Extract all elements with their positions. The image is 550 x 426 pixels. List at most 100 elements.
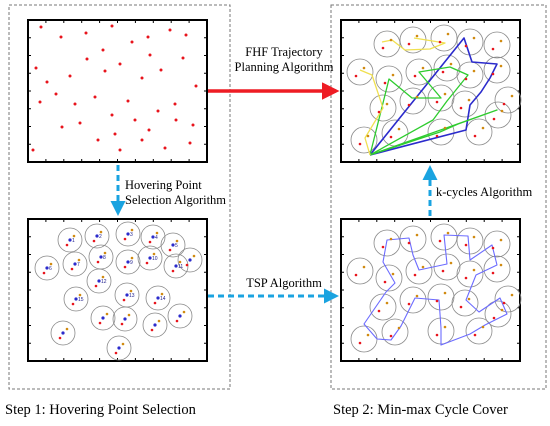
- sensor-points: [31, 24, 198, 152]
- sensor-dot: [85, 57, 89, 61]
- sensor-dot: [446, 231, 450, 235]
- sensor-dot: [49, 262, 53, 266]
- coverage-circle: [484, 300, 512, 328]
- coverage-circle: [160, 232, 186, 258]
- coverage-circle: [494, 86, 522, 114]
- coverage-circles: [346, 223, 522, 353]
- sensor-dot: [99, 230, 103, 234]
- sensor-dot: [130, 228, 134, 232]
- sensor-dot: [510, 293, 514, 297]
- hovering-point-id: 1: [72, 238, 75, 244]
- sensor-dot: [60, 125, 64, 129]
- sensor-dot: [140, 76, 144, 80]
- fhf-label: FHF Trajectory Planning Algorithm: [234, 45, 334, 75]
- sensor-dot: [492, 316, 496, 320]
- sensor-dot: [77, 258, 81, 262]
- sensor-dot: [58, 336, 62, 340]
- sensor-dot: [441, 269, 445, 273]
- coverage-circle: [369, 94, 397, 122]
- hovering-point: [156, 296, 160, 300]
- sensor-dot: [481, 325, 485, 329]
- sensor-dot: [502, 301, 506, 305]
- hovering-point: [126, 232, 130, 236]
- coverage-circle: [433, 54, 461, 82]
- hovering-point: [117, 346, 121, 350]
- coverage-circle: [62, 251, 88, 277]
- sensor-dot: [110, 24, 114, 28]
- sensor-dot: [146, 35, 150, 39]
- coverage-circle: [381, 318, 409, 346]
- hovering-point-id: 11: [178, 264, 183, 270]
- sensor-dot: [499, 263, 503, 267]
- tsp-label: TSP Algorithm: [246, 276, 322, 290]
- coverage-circle: [483, 56, 511, 84]
- hover-label-line2: Selection Algorithm: [125, 193, 227, 207]
- coverage-circle: [430, 223, 458, 251]
- hovering-point: [126, 260, 130, 264]
- sensor-dot: [39, 25, 43, 29]
- hovering-point-id: 10: [152, 256, 158, 262]
- hovering-point-id: 7: [77, 262, 80, 268]
- sensor-dot: [153, 301, 157, 305]
- sensor-dot: [145, 261, 149, 265]
- sensor-dot: [435, 134, 439, 138]
- coverage-circle: [57, 227, 83, 253]
- coverage-circle: [451, 289, 479, 317]
- sensor-dot: [407, 42, 411, 46]
- sensor-dot: [101, 48, 105, 52]
- sensor-dot: [175, 239, 179, 243]
- sensor-dot: [415, 95, 419, 99]
- hovering-point: [148, 256, 152, 260]
- hovering-point: [151, 235, 155, 239]
- sensor-dot: [42, 271, 46, 275]
- sensor-dot: [114, 351, 118, 355]
- fhf-cycles-panel: [340, 19, 522, 163]
- sensor-dot: [160, 292, 164, 296]
- sensor-dot: [188, 141, 192, 145]
- sensor-dot: [59, 35, 63, 39]
- sensor-dot: [103, 251, 107, 255]
- sensor-dot: [178, 260, 182, 264]
- sensor-dot: [413, 273, 417, 277]
- coverage-circle: [163, 253, 189, 279]
- coverage-circle: [373, 229, 401, 257]
- step1-caption: Step 1: Hovering Point Selection: [5, 402, 196, 418]
- step2-caption: Step 2: Min-max Cycle Cover: [333, 402, 508, 418]
- tsp-path: [363, 234, 508, 346]
- sensor-dot: [443, 126, 447, 130]
- sensor-dot: [358, 341, 362, 345]
- sensor-dot: [438, 239, 442, 243]
- sensor-dot: [78, 293, 82, 297]
- coverage-circle: [350, 126, 378, 154]
- sensor-dot: [65, 327, 69, 331]
- coverage-circle: [346, 257, 374, 285]
- sensor-dot: [101, 275, 105, 279]
- step1-frame: [8, 4, 231, 390]
- sensor-dot: [499, 238, 503, 242]
- sensor-dot: [377, 309, 381, 313]
- sensor-dot: [93, 95, 97, 99]
- sensor-dot: [78, 121, 82, 125]
- sensor-dot: [173, 102, 177, 106]
- sensor-dot: [407, 241, 411, 245]
- sensor-dot: [500, 308, 504, 312]
- sensor-dot: [147, 128, 151, 132]
- coverage-circle: [399, 87, 427, 115]
- sensor-dot: [175, 319, 179, 323]
- coverage-circle: [465, 317, 493, 345]
- sensor-dot: [435, 299, 439, 303]
- sensor-dot: [184, 33, 188, 37]
- sensor-dot: [381, 46, 385, 50]
- sensor-dot: [415, 294, 419, 298]
- sensor-dot: [377, 110, 381, 114]
- sensor-dot: [45, 80, 49, 84]
- sensor-dot: [123, 265, 127, 269]
- sensor-dot: [472, 36, 476, 40]
- sensor-dot: [385, 301, 389, 305]
- coverage-circle: [427, 118, 455, 146]
- sensor-dot: [467, 98, 471, 102]
- sensor-dot: [407, 302, 411, 306]
- sensor-dot: [464, 44, 468, 48]
- coverage-circle: [63, 286, 89, 312]
